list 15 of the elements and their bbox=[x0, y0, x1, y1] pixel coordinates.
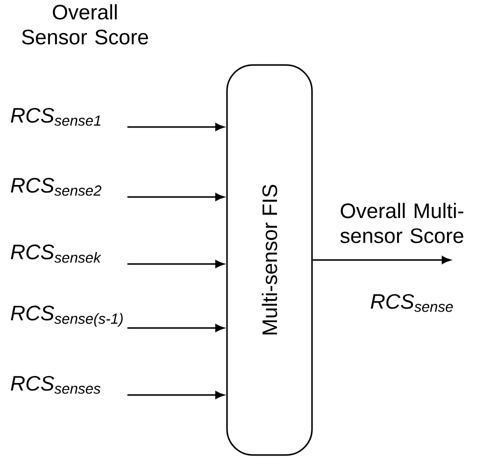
arrow bbox=[127, 193, 224, 201]
arrow bbox=[127, 324, 224, 332]
output-label: RCS$_{sense}$ bbox=[370, 294, 453, 312]
process-box: Multi-sensor FIS bbox=[226, 64, 313, 456]
arrow bbox=[127, 260, 224, 268]
title: Overall Sensor Score bbox=[22, 4, 148, 44]
input-label: RCS$_{sense1}$ bbox=[10, 108, 100, 126]
input-label: RCS$_{senses}$ bbox=[10, 376, 100, 394]
arrow bbox=[127, 391, 224, 399]
input-label: RCS$_{sense2}$ bbox=[10, 178, 102, 196]
arrow bbox=[127, 123, 224, 131]
edge-label: Overall Multi-sensor Score bbox=[340, 202, 464, 244]
input-label: RCS$_{sensek}$ bbox=[10, 244, 102, 263]
input-label: RCS$_{sense(s-1)}$ bbox=[10, 306, 123, 327]
arrow bbox=[312, 256, 451, 264]
